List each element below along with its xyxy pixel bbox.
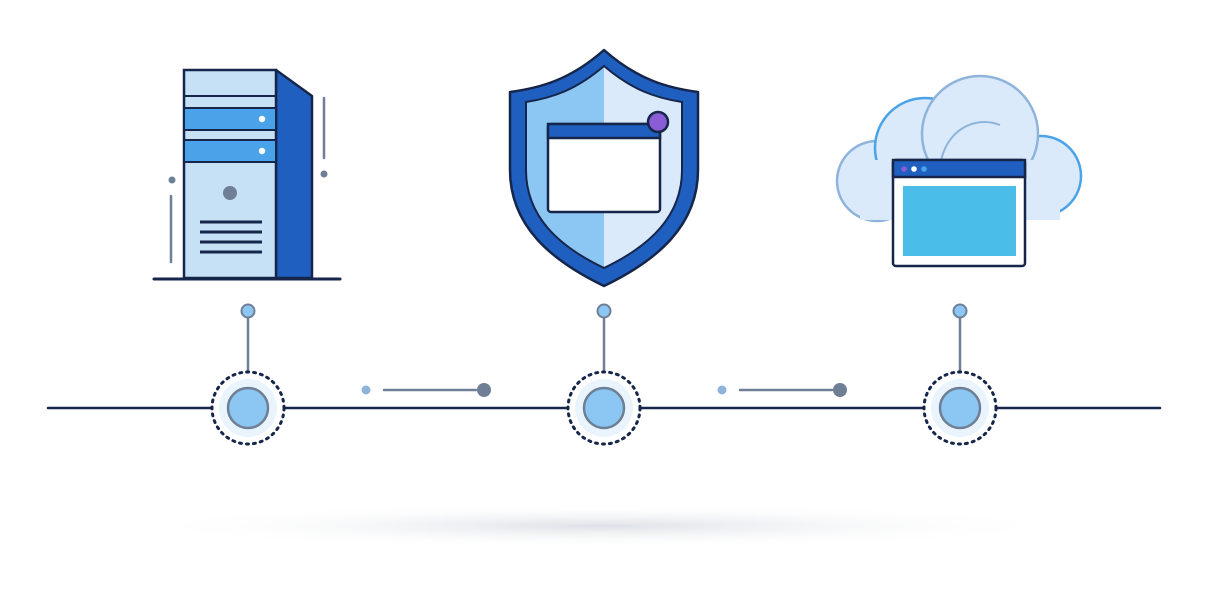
server-tower-icon bbox=[152, 68, 342, 281]
ground-shadow bbox=[130, 504, 1070, 548]
connector-server-to-security bbox=[361, 383, 491, 397]
timeline-node-server bbox=[210, 303, 286, 446]
timeline-node-security bbox=[566, 303, 642, 446]
shield-window-icon bbox=[508, 48, 700, 288]
timeline-node-cloud bbox=[922, 303, 998, 446]
cloud-window-icon bbox=[835, 74, 1083, 268]
status-dot-icon bbox=[646, 110, 670, 134]
connector-security-to-cloud bbox=[717, 383, 847, 397]
